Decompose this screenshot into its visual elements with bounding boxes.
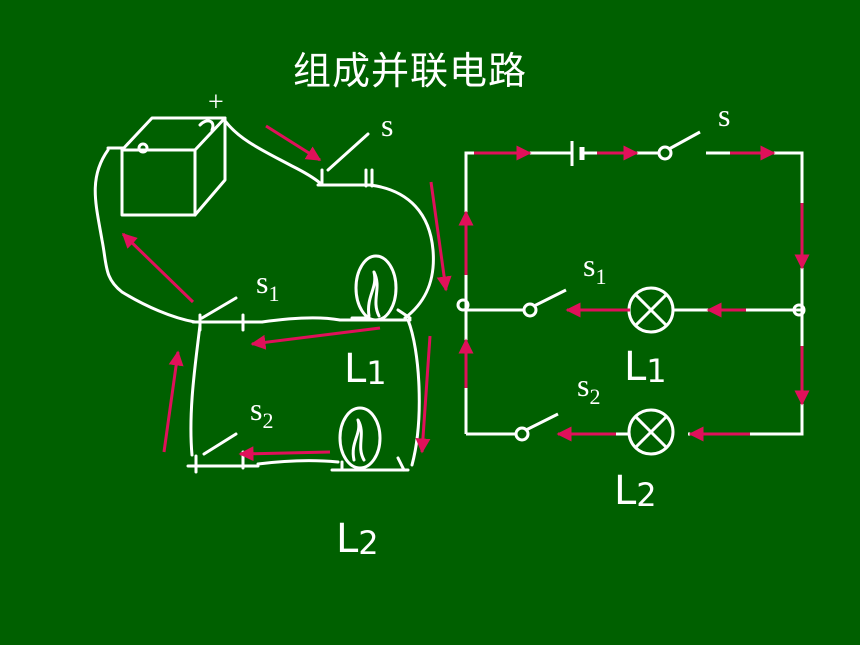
slide-title: 组成并联电路 [292, 49, 527, 93]
arrow-l1-to-s1 [250, 326, 381, 350]
switch-s1-symbol [522, 288, 567, 318]
wire-left-loop [93, 148, 197, 324]
switch-s-label-hand: s [381, 107, 393, 143]
wire-s-to-right-loop [368, 183, 435, 320]
wire-battery-to-s [224, 120, 322, 185]
arrow-s1-to-battery [121, 232, 195, 304]
wire-s1-to-l1 [260, 316, 342, 324]
switch-s1-hand [191, 296, 264, 332]
wiring-diagram [93, 116, 435, 474]
current-arrows-hand [121, 124, 452, 462]
lamp-l2-label-hand: L2 [336, 516, 379, 562]
wire-top-right [688, 151, 804, 436]
junction-right [792, 303, 806, 317]
wire-s2-to-l2 [256, 459, 340, 466]
arrow-right-down [429, 181, 452, 292]
lamp-l1-symbol [627, 286, 675, 334]
switch-s-label-schem: s [718, 97, 730, 133]
switch-s-symbol [657, 130, 701, 161]
junction-left [456, 298, 470, 312]
current-arrows-schem [458, 145, 810, 442]
lamp-l1-label-hand: L1 [344, 346, 387, 392]
schematic [456, 130, 806, 456]
switch-s1-label-hand: s1 [256, 264, 279, 306]
switch-s1-label-schem: s1 [583, 247, 606, 289]
switch-s2-label-schem: s2 [577, 367, 600, 409]
arrow-l2-to-s2 [238, 446, 331, 462]
battery-symbol [570, 141, 585, 166]
switch-s2-label-hand: s2 [250, 391, 273, 433]
lamp-l1-hand [338, 254, 412, 322]
wire-right-branch2 [406, 318, 421, 467]
arrow-right-branch2 [415, 335, 432, 454]
lamp-l2-symbol [627, 408, 675, 456]
battery [106, 116, 227, 217]
switch-s2-symbol [514, 412, 559, 442]
lamp-l2-label-schem: L2 [614, 468, 657, 514]
arrow-to-s [265, 124, 322, 162]
wire-left-branch2 [189, 323, 202, 457]
lamp-l2-hand [330, 406, 410, 472]
switch-s-hand [316, 132, 374, 188]
arrow-s2-up [162, 350, 184, 453]
battery-plus-label: + [208, 87, 224, 118]
lamp-l1-label-schem: L1 [624, 344, 667, 390]
